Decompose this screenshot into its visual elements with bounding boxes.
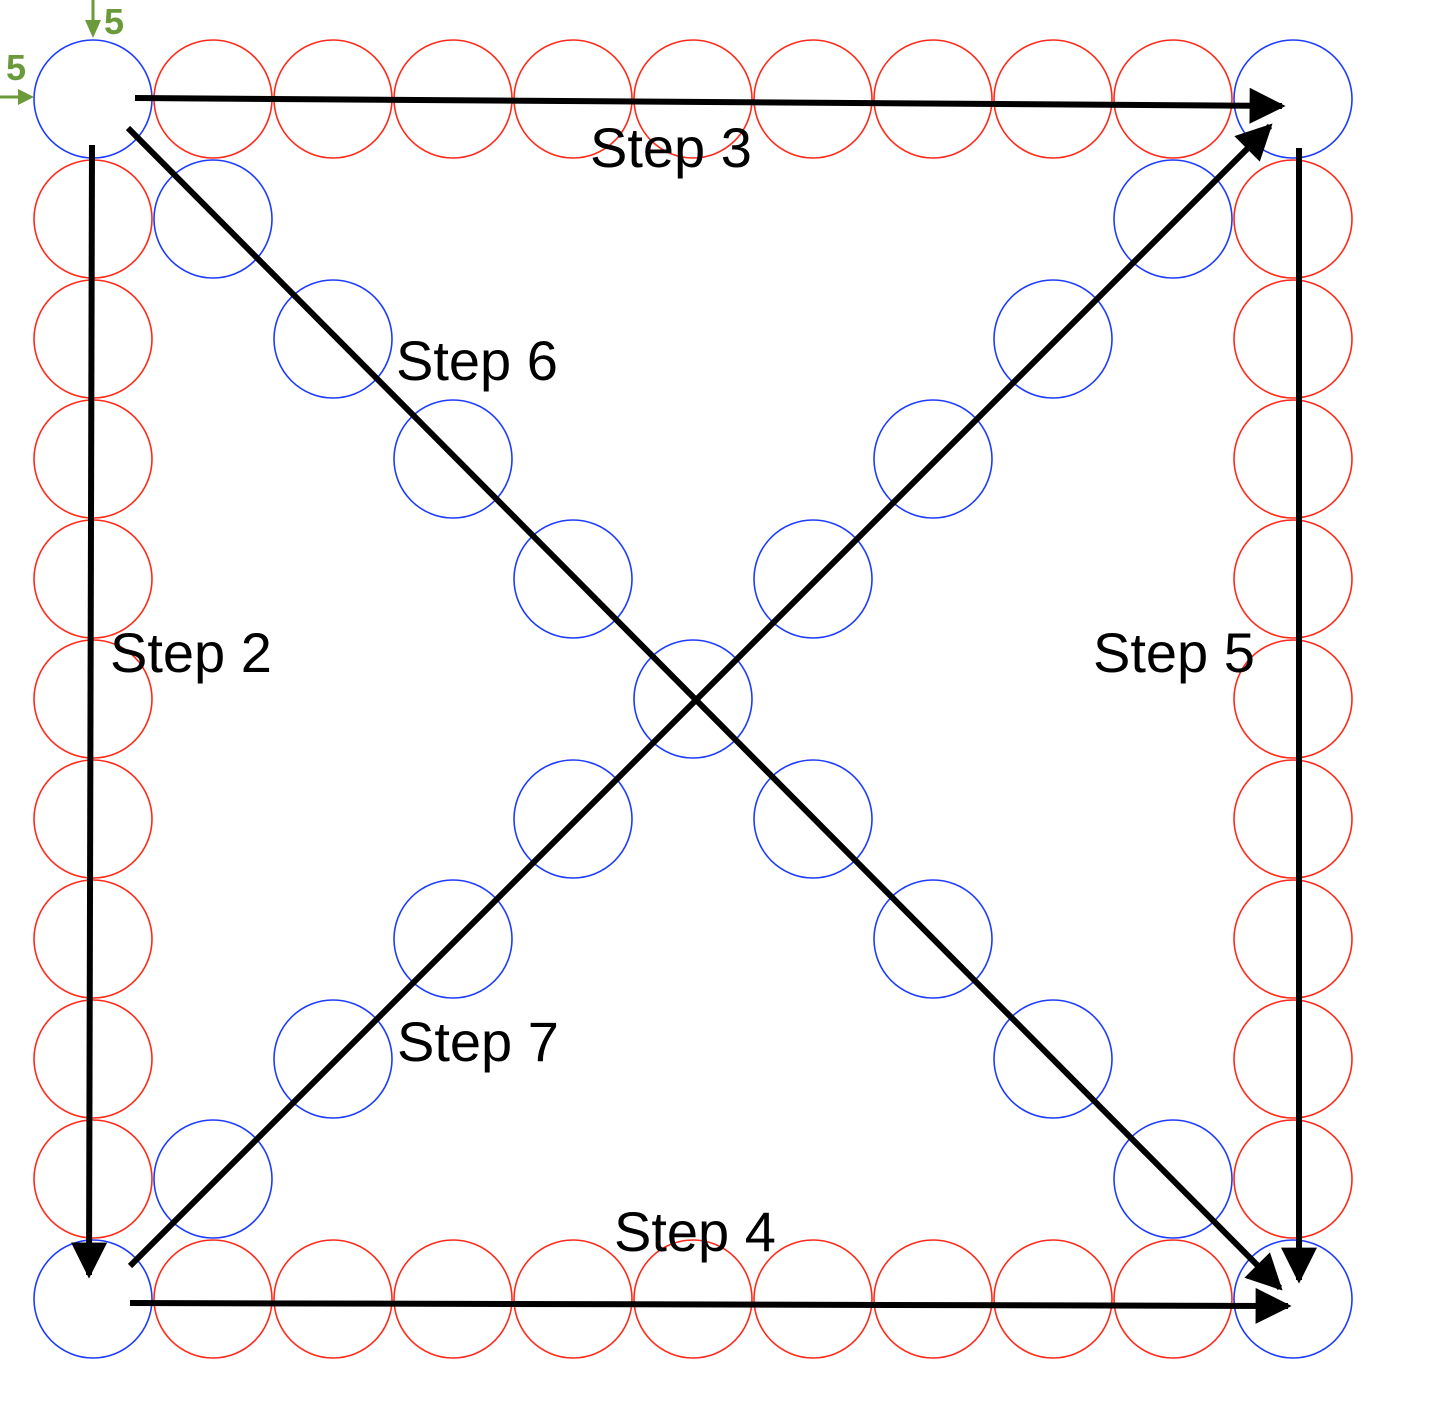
diagonal-circle [993,999,1113,1119]
edge-circle [753,39,873,159]
edge-circle [993,1239,1113,1359]
left-offset-label: 5 [6,47,26,88]
edge-circle [873,39,993,159]
edge-circle [1233,759,1353,879]
diagonal-circle [753,519,873,639]
edge-circle [633,1239,753,1359]
step-labels: Step 2 Step 3 Step 4 Step 5 Step 6 Step 7 [110,116,1255,1263]
diagonal-circle [753,759,873,879]
edge-circle [1233,519,1353,639]
step3-label: Step 3 [590,116,752,179]
edge-circle [1233,399,1353,519]
step4-label: Step 4 [614,1200,776,1263]
edge-circle [1233,1119,1353,1239]
circle-grid [33,39,1353,1359]
corner-circle [33,1239,153,1359]
edge-circle [513,1239,633,1359]
top-offset-label: 5 [104,1,124,42]
edge-circle [393,1239,513,1359]
step5-label: Step 5 [1093,621,1255,684]
step7-label: Step 7 [397,1010,559,1073]
diagonal-circle [633,639,753,759]
step2-label: Step 2 [110,621,272,684]
diagonal-circle [1113,1119,1233,1239]
step-arrows [71,87,1317,1324]
edge-circle [1233,279,1353,399]
diagonal-circle [393,879,513,999]
edge-circle [753,1239,873,1359]
edge-circle [993,39,1113,159]
arrow-step4 [129,1287,1292,1324]
arrow-step2 [71,144,108,1279]
edge-circle [33,999,153,1119]
diagonal-circle [153,159,273,279]
corner-circle [1233,39,1353,159]
edge-circle [1233,879,1353,999]
edge-circle [1233,999,1353,1119]
diagonal-circle [1113,159,1233,279]
diagonal-circle [873,879,993,999]
diagonal-circle [153,1119,273,1239]
diagonal-circle [513,519,633,639]
left-offset-arrowhead-icon [18,89,34,105]
top-offset-arrowhead-icon [85,20,101,38]
diagonal-circle [273,279,393,399]
corner-circle [1233,1239,1353,1359]
step6-label: Step 6 [396,329,558,392]
edge-circle [1113,1239,1233,1359]
edge-circle [873,1239,993,1359]
diagonal-circle [513,759,633,879]
diagonal-circle [993,279,1113,399]
arrow-step7 [127,123,1273,1269]
edge-circle [273,1239,393,1359]
offset-markers: 5 5 [0,0,124,105]
edge-circle [1233,159,1353,279]
arrow-step6 [125,125,1283,1291]
arrow-step3 [134,87,1286,124]
edge-circle [33,1119,153,1239]
edge-circle [153,1239,273,1359]
edge-circle [1113,39,1233,159]
diagonal-circle [873,399,993,519]
corner-circle [33,39,153,159]
edge-circle [1233,639,1353,759]
diagonal-circle [393,399,513,519]
diagonal-circle [273,999,393,1119]
